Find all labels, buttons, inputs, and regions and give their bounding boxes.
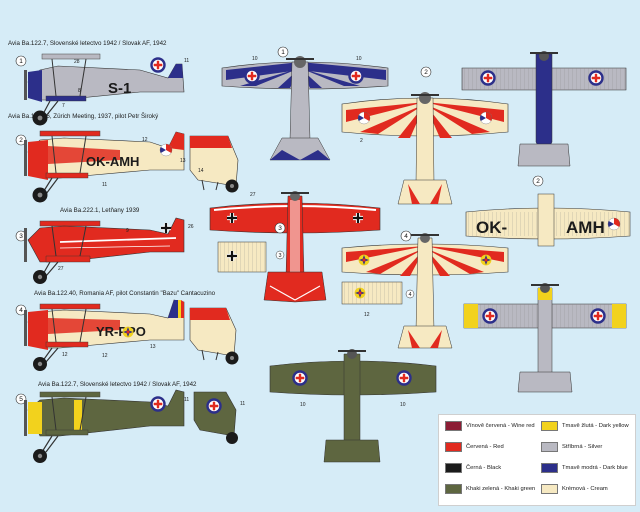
svg-text:2: 2 [360, 138, 363, 144]
wing-registration-left: OK- [476, 218, 507, 237]
swatch-icon [541, 421, 558, 431]
svg-text:14: 14 [198, 168, 204, 174]
registration-s1: S-1 [108, 80, 131, 97]
svg-text:10: 10 [252, 56, 258, 62]
svg-text:9: 9 [126, 228, 129, 234]
svg-text:11: 11 [102, 182, 107, 188]
registration-yrppo: YR-PPO [96, 324, 146, 339]
registration-okamh: OK-AMH [86, 154, 139, 169]
swatch-icon [445, 484, 462, 494]
top-view-1: 1 10 10 [221, 46, 389, 161]
svg-text:4: 4 [19, 307, 23, 314]
svg-text:3: 3 [19, 233, 23, 240]
svg-text:11: 11 [184, 58, 189, 64]
svg-text:28: 28 [74, 59, 80, 65]
svg-text:10: 10 [356, 56, 362, 62]
svg-text:27: 27 [58, 266, 64, 272]
wing-panel-detail-4: 4 12 [341, 281, 415, 318]
profile-5-side-view: 5 11 11 [15, 389, 245, 463]
svg-text:2: 2 [19, 137, 23, 144]
top-view-7: 10 10 [269, 349, 437, 463]
profile-3-side-view: 3 26 27 9 [15, 217, 194, 284]
svg-text:11: 11 [184, 397, 189, 403]
profile-2-side-view: 2 OK-AMH 12 11 13 14 [15, 130, 239, 203]
top-view-2: 2 2 [341, 66, 509, 205]
svg-text:2: 2 [536, 178, 540, 185]
svg-text:12: 12 [364, 312, 370, 318]
profile-4-side-view: 4 YR-PPO 12 12 13 [15, 299, 239, 371]
swatch-icon [541, 463, 558, 473]
svg-text:13: 13 [180, 158, 186, 164]
color-legend: Vínově červená - Wine red Červená - Red … [438, 414, 636, 506]
profile-1-side-view: 1 S-1 11 28 8 7 [15, 53, 189, 126]
wing-okamh: 2 OK- AMH [465, 175, 631, 247]
top-view-3 [461, 51, 627, 167]
svg-text:11: 11 [240, 401, 245, 407]
svg-text:4: 4 [404, 233, 408, 240]
caption-profile-1: Avia Ba.122.7, Slovenské letectvo 1942 /… [8, 40, 167, 47]
caption-profile-3: Avia Ba.222.1, Letňany 1939 [60, 207, 140, 214]
swatch-icon [541, 484, 558, 494]
svg-text:8: 8 [78, 88, 81, 94]
svg-text:3: 3 [278, 225, 282, 232]
wing-registration-right: AMH [566, 218, 605, 237]
svg-text:1: 1 [281, 49, 285, 56]
svg-text:26: 26 [188, 224, 194, 230]
svg-text:10: 10 [400, 402, 406, 408]
caption-profile-5: Avia Ba.122.7, Slovenské letectvo 1942 /… [38, 381, 197, 388]
top-view-6 [463, 283, 627, 393]
svg-text:12: 12 [102, 353, 108, 359]
swatch-icon [445, 463, 462, 473]
top-view-5: 4 [341, 230, 509, 349]
svg-text:2: 2 [424, 69, 428, 76]
legend-item: Tmavě žlutá - Dark yellow [541, 421, 629, 431]
svg-text:10: 10 [300, 402, 306, 408]
swatch-icon [445, 442, 462, 452]
svg-text:7: 7 [62, 103, 65, 109]
legend-item: Tmavě modrá - Dark blue [541, 463, 628, 473]
legend-item: Červená - Red [445, 442, 504, 452]
caption-profile-2: Avia Ba.122.16, Zürich Meeting, 1937, pi… [8, 113, 159, 120]
legend-item: Krémová - Cream [541, 484, 608, 494]
swatch-icon [445, 421, 462, 431]
profile-number: 1 [19, 58, 23, 65]
legend-item: Černá - Black [445, 463, 501, 473]
svg-text:3: 3 [278, 253, 281, 259]
svg-text:13: 13 [150, 344, 156, 350]
legend-item: Vínově červená - Wine red [445, 421, 535, 431]
top-view-4: 3 [209, 191, 381, 303]
swatch-icon [541, 442, 558, 452]
wing-panel-detail-3: 3 27 [217, 192, 285, 273]
legend-item: Khaki zelená - Khaki green [445, 484, 535, 494]
svg-text:12: 12 [62, 352, 68, 358]
svg-text:5: 5 [19, 396, 23, 403]
svg-text:4: 4 [408, 292, 411, 298]
legend-item: Stříbrná - Silver [541, 442, 602, 452]
svg-text:27: 27 [250, 192, 256, 198]
caption-profile-4: Avia Ba.122.40, Romania AF, pilot Consta… [34, 290, 216, 297]
svg-text:12: 12 [142, 137, 148, 143]
